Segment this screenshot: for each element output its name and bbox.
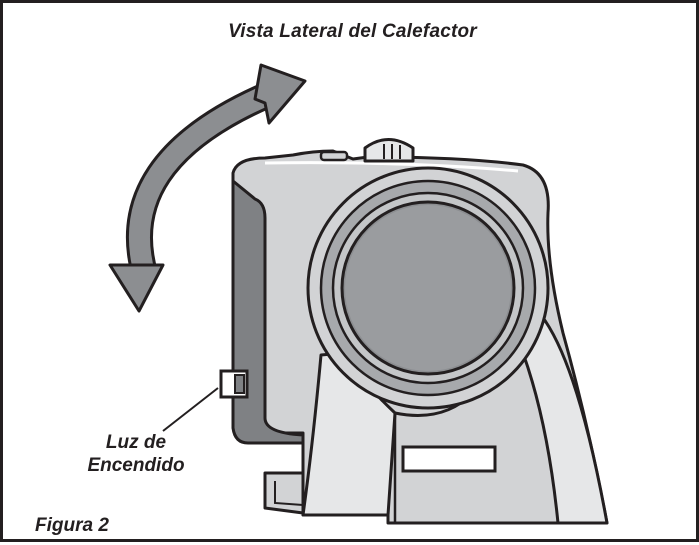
- callout-line-1: Luz de: [105, 432, 167, 453]
- heater-side-view-illustration: [108, 63, 609, 525]
- figure-title: Vista Lateral del Calefactor: [228, 21, 477, 42]
- base-slot: [401, 445, 497, 473]
- tilt-arrow-icon: [108, 63, 307, 313]
- callout-line-2: Encendido: [87, 455, 185, 476]
- power-light-callout: Luz de Encendido: [61, 431, 211, 477]
- power-light-icon: [219, 369, 249, 399]
- figure-label: Figura 2: [35, 515, 109, 536]
- top-knob-icon: [319, 138, 415, 163]
- callout-leader: [162, 387, 219, 432]
- heater-side-panel: [231, 179, 305, 445]
- heater-stand-right: [521, 313, 609, 525]
- heater-front-grille: [306, 166, 550, 410]
